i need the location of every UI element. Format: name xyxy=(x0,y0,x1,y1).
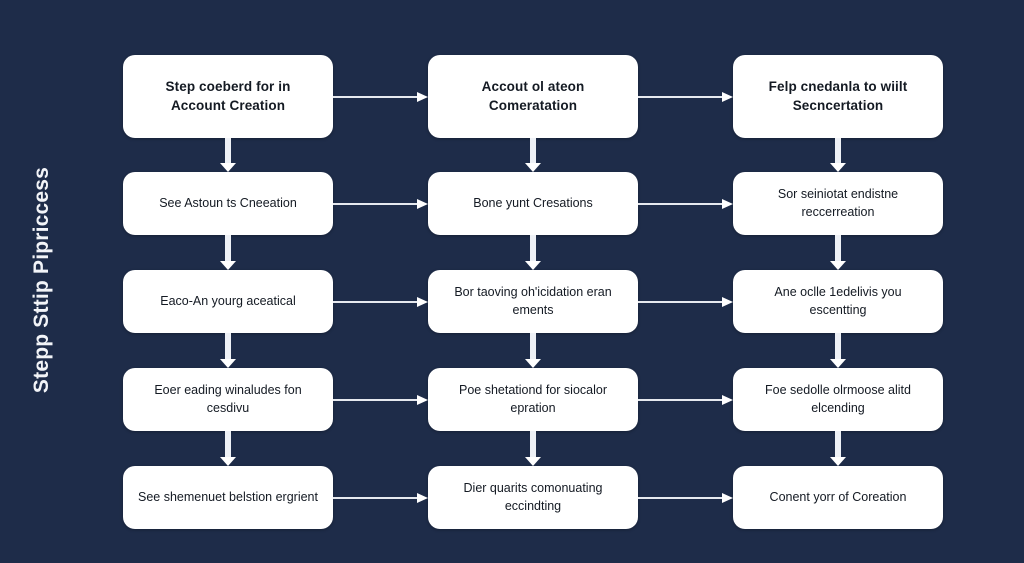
arrow-right-icon xyxy=(638,395,733,405)
arrow-down-icon xyxy=(525,431,541,466)
flow-node-c2r1[interactable]: Accout ol ateon Comeratation xyxy=(428,55,638,138)
flow-node-c2r5[interactable]: Dier quarits comonuating eccindting xyxy=(428,466,638,529)
flow-node-label: Felp cnedanla to wiilt Secncertation xyxy=(768,78,908,113)
flow-node-c2r4[interactable]: Poe shetationd for siocalor epration xyxy=(428,368,638,431)
arrow-right-icon xyxy=(638,297,733,307)
flow-node-label: Bor taoving oh'icidation eran ements xyxy=(454,285,612,317)
flowchart-grid: Step coeberd for in Account Creation Acc… xyxy=(123,55,943,535)
arrow-down-icon xyxy=(220,431,236,466)
flow-node-c3r2[interactable]: Sor seiniotat endistne reccerreation xyxy=(733,172,943,235)
arrow-down-icon xyxy=(220,235,236,270)
flow-node-label: Poe shetationd for siocalor epration xyxy=(458,383,607,415)
arrow-down-icon xyxy=(525,138,541,172)
arrow-down-icon xyxy=(830,138,846,172)
flow-node-c1r5[interactable]: See shemenuet belstion ergrient xyxy=(123,466,333,529)
flow-node-c3r4[interactable]: Foe sedolle olrmoose alitd elcending xyxy=(733,368,943,431)
process-side-label-text: Stepp Sttip Pipriccess xyxy=(30,166,54,394)
flow-node-label: Bone yunt Cresations xyxy=(473,195,593,210)
arrow-down-icon xyxy=(830,235,846,270)
arrow-right-icon xyxy=(333,395,428,405)
arrow-down-icon xyxy=(220,138,236,172)
arrow-right-icon xyxy=(638,92,733,102)
arrow-down-icon xyxy=(830,333,846,368)
flow-node-label: See Astoun ts Cneeation xyxy=(159,195,297,210)
arrow-right-icon xyxy=(333,297,428,307)
arrow-down-icon xyxy=(525,333,541,368)
arrow-down-icon xyxy=(220,333,236,368)
flow-node-label: Foe sedolle olrmoose alitd elcending xyxy=(765,383,911,415)
flow-node-c3r1[interactable]: Felp cnedanla to wiilt Secncertation xyxy=(733,55,943,138)
flow-node-c1r4[interactable]: Eoer eading winaludes fon cesdivu xyxy=(123,368,333,431)
flow-node-label: Step coeberd for in Account Creation xyxy=(165,78,291,113)
flow-node-c3r3[interactable]: Ane oclle 1edelivis you escentting xyxy=(733,270,943,333)
flow-node-label: Eoer eading winaludes fon cesdivu xyxy=(154,383,302,415)
arrow-down-icon xyxy=(525,235,541,270)
arrow-right-icon xyxy=(333,199,428,209)
flow-node-label: Conent yorr of Coreation xyxy=(769,489,907,504)
flow-node-label: See shemenuet belstion ergrient xyxy=(138,489,318,504)
flow-node-label: Eaco-An yourg aceatical xyxy=(160,293,296,308)
flow-node-c1r1[interactable]: Step coeberd for in Account Creation xyxy=(123,55,333,138)
flow-node-c1r3[interactable]: Eaco-An yourg aceatical xyxy=(123,270,333,333)
flow-node-label: Sor seiniotat endistne reccerreation xyxy=(777,187,899,219)
flow-node-c1r2[interactable]: See Astoun ts Cneeation xyxy=(123,172,333,235)
flow-node-label: Dier quarits comonuating eccindting xyxy=(463,481,603,513)
arrow-right-icon xyxy=(333,92,428,102)
flow-node-c3r5[interactable]: Conent yorr of Coreation xyxy=(733,466,943,529)
arrow-right-icon xyxy=(638,199,733,209)
arrow-right-icon xyxy=(638,493,733,503)
flow-node-c2r2[interactable]: Bone yunt Cresations xyxy=(428,172,638,235)
flow-node-c2r3[interactable]: Bor taoving oh'icidation eran ements xyxy=(428,270,638,333)
process-side-label: Stepp Sttip Pipriccess xyxy=(12,130,72,430)
arrow-down-icon xyxy=(830,431,846,466)
flow-node-label: Accout ol ateon Comeratation xyxy=(481,78,585,113)
arrow-right-icon xyxy=(333,493,428,503)
flow-node-label: Ane oclle 1edelivis you escentting xyxy=(774,285,902,317)
